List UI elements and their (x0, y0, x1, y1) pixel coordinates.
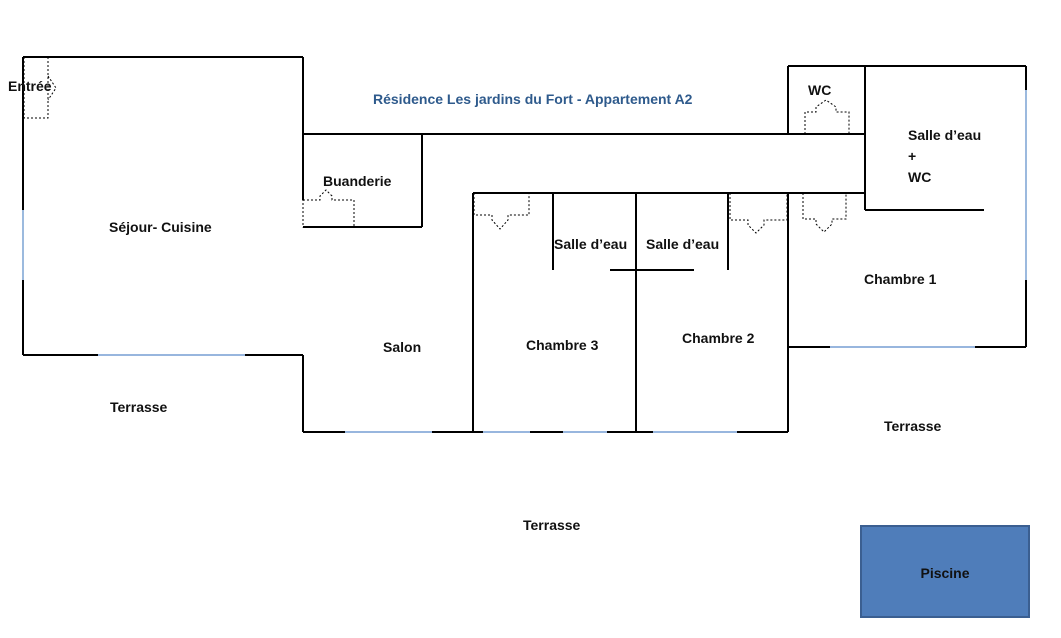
room-chambre-2: Chambre 2 (682, 330, 755, 346)
plan-title: Résidence Les jardins du Fort - Appartem… (373, 91, 693, 107)
room-wc: WC (808, 82, 832, 98)
pool-label: Piscine (920, 565, 970, 581)
room-terrasse-left: Terrasse (110, 399, 168, 415)
windows (22, 90, 1027, 433)
room-terrasse-bottom: Terrasse (523, 517, 581, 533)
room-sejour-cuisine: Séjour- Cuisine (109, 219, 212, 235)
salle-deau-wc-line-2: + (908, 148, 917, 164)
room-chambre-1: Chambre 1 (864, 271, 937, 287)
doors (23, 56, 850, 234)
room-salle-deau-left: Salle d’eau (554, 236, 628, 252)
room-terrasse-right: Terrasse (884, 418, 942, 434)
room-buanderie: Buanderie (323, 173, 392, 189)
salle-deau-wc-line-1: Salle d’eau (908, 127, 982, 143)
room-salle-deau-wc: Salle d’eau + WC (908, 125, 981, 188)
pool: Piscine (860, 525, 1030, 618)
walls (22, 56, 1027, 433)
room-salle-deau-right: Salle d’eau (646, 236, 720, 252)
room-salon: Salon (383, 339, 422, 355)
room-entree: Entrée (8, 78, 52, 94)
salle-deau-wc-line-3: WC (908, 169, 932, 185)
room-chambre-3: Chambre 3 (526, 337, 599, 353)
